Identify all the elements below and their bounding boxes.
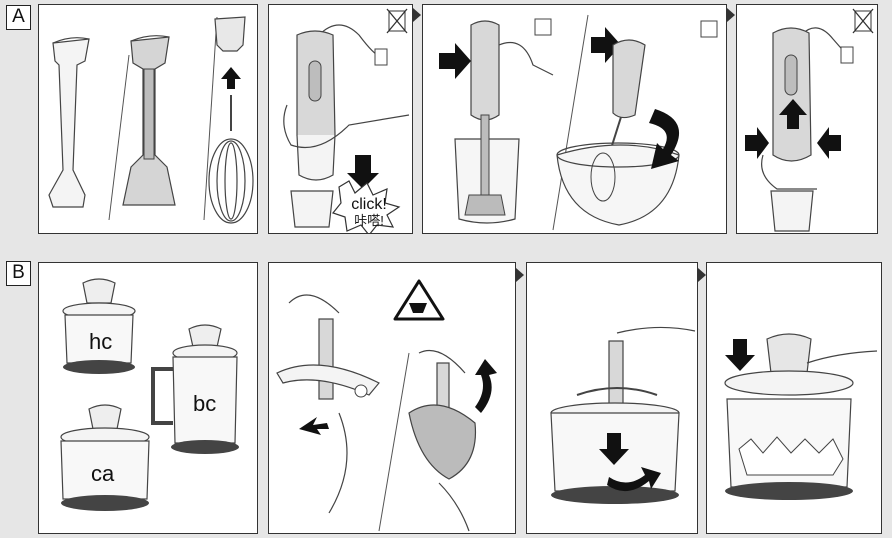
blade-removal-illustration [276,279,497,532]
bc-chopper-icon [151,324,239,454]
down-arrow-icon-3 [725,339,755,371]
panel-tab-marker-4 [698,268,706,282]
section-a: A [0,0,892,244]
rotate-right-arrow-icon [607,467,661,492]
panel-insert-blade [526,262,698,534]
whisking-in-bowl-icon [556,39,680,226]
down-arrow-icon [347,155,379,189]
click-sound-label: click! [351,196,387,213]
ca-label: ca [91,461,115,486]
panel-attach-click: click! 咔嗒! [268,4,413,234]
hand-blender-motor-icon [296,30,336,181]
panel-attachments [38,4,258,234]
click-starburst-icon [331,180,401,233]
filled-chopper-bowl-icon [725,398,853,500]
chopper-lid-icon [724,333,854,396]
detach-illustration [745,8,874,232]
no-dishwasher-icon [386,8,408,34]
click-sound-label-zh: 咔嗒! [354,213,384,228]
right-arrow-icon [439,43,471,79]
press-right-arrow-icon [817,127,841,159]
hc-label: hc [89,329,113,354]
blender-shaft-icon [48,37,90,208]
attach-lid-illustration [724,333,878,500]
operate-illustration [439,14,718,231]
blending-in-beaker-icon [454,20,554,224]
panel-tab-marker [413,8,421,22]
panel-detach [736,4,878,234]
warning-icon [393,279,445,321]
masher-icon [122,35,176,206]
left-down-arrow-icon [299,417,329,435]
bc-label: bc [193,391,217,416]
section-a-label: A [6,5,31,30]
no-dishwasher-icon-2 [852,8,874,34]
insert-blade-illustration [550,326,696,504]
hand-blender-motor-icon-2 [772,27,812,162]
panel-attach-lid [706,262,882,534]
whisk-attachment-icon [208,16,254,224]
ca-chopper-icon [60,404,150,511]
curved-up-arrow-icon [475,359,497,413]
panel-blade-removal [268,262,516,534]
panel-tab-marker-2 [727,8,735,22]
panel-choppers: hc bc ca [38,262,258,534]
panel-operate [422,4,727,234]
section-b: B hc bc ca [0,256,892,538]
blade-with-holder-icon [276,318,380,400]
panel-tab-marker-3 [516,268,524,282]
rotation-arrow-icon [649,109,680,169]
right-arrow-icon-2 [591,27,621,63]
attachments-illustration [48,16,254,224]
up-arrow-icon [779,99,807,129]
hc-chopper-icon [62,278,136,374]
attach-illustration [283,8,410,233]
press-left-arrow-icon [745,127,769,159]
blade-in-holder-icon [408,362,477,480]
down-arrow-icon-2 [599,433,629,465]
section-b-label: B [6,261,31,286]
wall-socket-icon-2 [700,20,718,38]
choppers-illustration [60,278,239,511]
wall-socket-icon [534,18,552,36]
